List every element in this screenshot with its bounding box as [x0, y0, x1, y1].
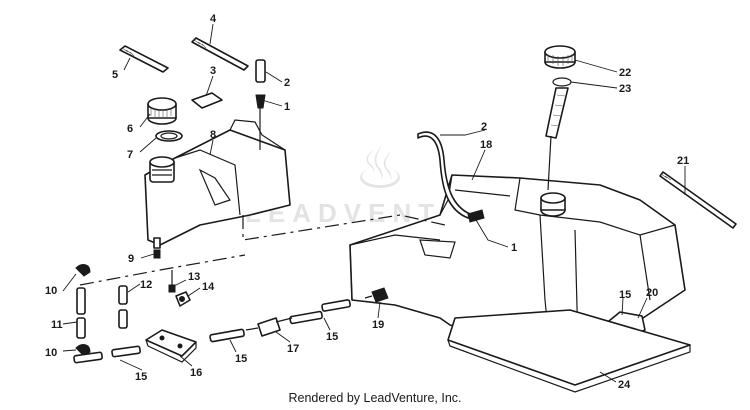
callout-2a: 2 — [284, 77, 290, 89]
reservoir-gasket — [155, 130, 183, 142]
fuel-hose-15d — [289, 310, 323, 325]
callout-labels: 1 1 2 2 3 4 5 6 7 8 9 10 10 11 12 13 14 … — [45, 13, 689, 391]
callout-4: 4 — [210, 13, 217, 25]
fuel-pump-bracket — [145, 329, 197, 363]
callout-7: 7 — [127, 149, 133, 161]
leader-lines — [62, 23, 686, 383]
callout-15a: 15 — [135, 371, 147, 383]
fuel-cap-gauge — [544, 45, 576, 69]
fuel-sender-tube — [545, 77, 572, 191]
hose-clamp-bottom — [75, 344, 91, 357]
callout-18: 18 — [480, 139, 492, 151]
check-valve-14 — [175, 291, 191, 307]
oil-reservoir-tank — [144, 119, 291, 249]
callout-15c: 15 — [326, 331, 338, 343]
callout-6: 6 — [127, 123, 133, 135]
callout-3: 3 — [210, 65, 216, 77]
vent-fitting — [467, 209, 485, 223]
callout-16: 16 — [190, 367, 202, 379]
callout-24: 24 — [618, 379, 631, 391]
callout-23: 23 — [619, 83, 631, 95]
callout-21: 21 — [677, 155, 689, 167]
hold-down-strap-left — [119, 45, 169, 73]
callout-5: 5 — [112, 69, 118, 81]
hold-down-strap-far-right — [659, 171, 737, 229]
fuel-hose-15c — [209, 328, 245, 343]
hold-down-strap-right — [191, 37, 249, 71]
callout-20: 20 — [646, 287, 658, 299]
callout-17: 17 — [287, 343, 299, 355]
fuel-hose-15b — [111, 345, 141, 358]
inline-fuel-filter — [245, 317, 293, 337]
callout-1b: 1 — [511, 242, 517, 254]
hose-dashed-line — [79, 254, 246, 286]
fitting-13 — [168, 270, 176, 293]
callout-9: 9 — [128, 253, 134, 265]
tank-outlet-fitting — [364, 287, 389, 303]
render-credit: Rendered by LeadVenture, Inc. — [288, 391, 462, 405]
callout-10a: 10 — [45, 285, 57, 297]
callout-10b: 10 — [45, 347, 57, 359]
hose-clamp-top — [75, 264, 91, 277]
vent-hose-short — [255, 59, 266, 150]
callout-8: 8 — [210, 129, 216, 141]
callout-2b: 2 — [481, 121, 487, 133]
callout-11: 11 — [51, 319, 63, 331]
callout-19: 19 — [372, 319, 384, 331]
callout-15d: 15 — [619, 289, 631, 301]
reservoir-outlet-fitting — [153, 249, 161, 259]
callout-1a: 1 — [284, 101, 290, 113]
fuel-hose-12 — [118, 285, 128, 305]
fuel-hose-15a — [73, 351, 103, 364]
label-sticker — [191, 92, 223, 109]
callout-12: 12 — [140, 279, 152, 291]
callout-22: 22 — [619, 67, 631, 79]
fuel-hose-15e — [321, 299, 351, 312]
reservoir-cap — [147, 97, 177, 125]
callout-15b: 15 — [235, 353, 247, 365]
fuel-hose-11 — [76, 287, 86, 315]
tank-base-plate — [447, 309, 691, 393]
callout-13: 13 — [188, 271, 200, 283]
callout-14: 14 — [202, 281, 215, 293]
fuel-hose-11b — [76, 317, 86, 339]
assembly-dashed-line — [242, 214, 446, 241]
fuel-hose-12b — [118, 309, 128, 329]
